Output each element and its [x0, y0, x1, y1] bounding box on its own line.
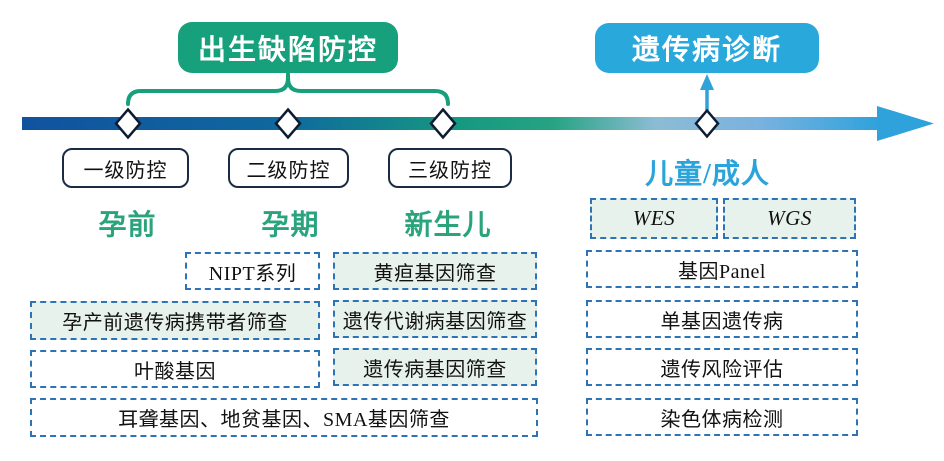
test-box-deafness-thalassemia-sma: 耳聋基因、地贫基因、SMA基因筛查 — [30, 398, 538, 437]
test-box-folate-gene: 叶酸基因 — [30, 350, 320, 388]
arrow-up-icon — [700, 74, 714, 90]
milestone-diamond-icon — [114, 107, 142, 140]
test-box-gene-panel: 基因Panel — [586, 250, 858, 288]
test-box-genetic-risk: 遗传风险评估 — [586, 348, 858, 386]
stage-label-pregnancy: 孕期 — [261, 210, 320, 241]
milestone-diamond-icons — [114, 107, 720, 140]
prevention-level-3-box: 三级防控 — [388, 148, 512, 188]
test-box-wes: WES — [590, 198, 718, 239]
test-box-nipt: NIPT系列 — [185, 252, 320, 290]
prevention-level-2-box: 二级防控 — [228, 148, 349, 188]
stage-label-child-adult: 儿童/成人 — [645, 159, 770, 190]
test-box-wgs: WGS — [723, 198, 856, 239]
prevention-level-1-box: 一级防控 — [62, 148, 189, 188]
stage-label-newborn: 新生儿 — [404, 210, 492, 241]
stage-label-preconception: 孕前 — [98, 210, 157, 241]
milestone-diamond-icon — [694, 108, 720, 139]
test-box-chromosome-detection: 染色体病检测 — [586, 398, 858, 436]
test-box-carrier-screening: 孕产前遗传病携带者筛查 — [30, 301, 320, 340]
milestone-diamond-icon — [274, 107, 302, 140]
birth-defect-header: 出生缺陷防控 — [178, 22, 398, 73]
brace-icon — [126, 72, 450, 106]
milestone-diamond-icon — [429, 107, 457, 140]
arrow-right-icon — [877, 106, 934, 141]
test-box-genetic-disease-gene: 遗传病基因筛查 — [333, 348, 537, 386]
genetic-diagnosis-header: 遗传病诊断 — [595, 23, 819, 73]
test-box-monogenic-disease: 单基因遗传病 — [586, 300, 858, 338]
test-box-jaundice-gene: 黄疸基因筛查 — [333, 252, 537, 290]
test-box-metabolic-gene: 遗传代谢病基因筛查 — [333, 300, 537, 338]
